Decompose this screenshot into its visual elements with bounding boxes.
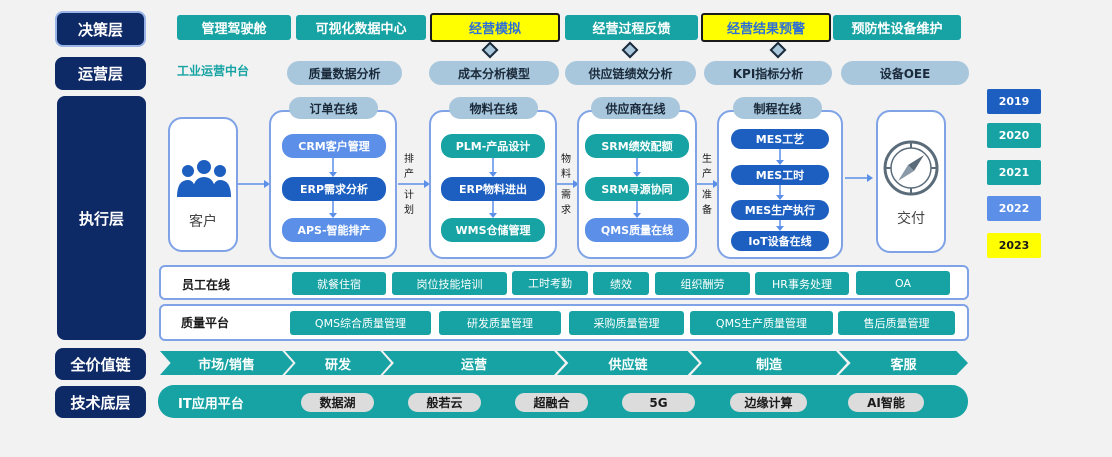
diamond-connector bbox=[481, 41, 499, 59]
staff-attendance[interactable]: 工时考勤 bbox=[512, 271, 588, 295]
qms-production-quality[interactable]: QMS生产质量管理 bbox=[690, 311, 833, 335]
staff-hr-affairs[interactable]: HR事务处理 bbox=[755, 272, 849, 295]
delivery-box[interactable]: 交付 bbox=[876, 110, 946, 253]
srm-performance-quota[interactable]: SRM绩效配额 bbox=[585, 134, 689, 158]
erp-demand-analysis[interactable]: ERP需求分析 bbox=[282, 177, 386, 201]
layer-decision: 决策层 bbox=[55, 11, 146, 47]
vc-marketing-sales[interactable]: 市场/销售 bbox=[160, 351, 293, 375]
op-equipment-oee[interactable]: 设备OEE bbox=[841, 61, 969, 85]
vc-rd[interactable]: 研发 bbox=[285, 351, 391, 375]
diamond-connector bbox=[769, 41, 787, 59]
decision-visual-data-center[interactable]: 可视化数据中心 bbox=[296, 15, 426, 40]
flow-arrow bbox=[697, 180, 719, 188]
tech-platform-label: IT应用平台 bbox=[178, 397, 244, 412]
staff-oa[interactable]: OA bbox=[856, 271, 950, 295]
op-quality-analysis[interactable]: 质量数据分析 bbox=[287, 61, 402, 85]
erp-material-io[interactable]: ERP物料进出 bbox=[441, 177, 545, 201]
layer-execution: 执行层 bbox=[57, 96, 146, 340]
staff-online-title: 员工在线 bbox=[182, 278, 231, 292]
connector-scheduling: 排产计划 bbox=[404, 154, 414, 216]
qms-quality-online[interactable]: QMS质量在线 bbox=[585, 218, 689, 242]
connector-material-demand: 物料需求 bbox=[561, 154, 571, 216]
decision-result-warning[interactable]: 经营结果预警 bbox=[701, 13, 831, 42]
vc-supply-chain[interactable]: 供应链 bbox=[557, 351, 699, 375]
customer-label: 客户 bbox=[189, 214, 217, 230]
aftersales-quality[interactable]: 售后质量管理 bbox=[838, 311, 955, 335]
year-2022: 2022 bbox=[987, 196, 1041, 221]
mes-process[interactable]: MES工艺 bbox=[731, 129, 829, 149]
tech-hyperconverged[interactable]: 超融合 bbox=[515, 393, 588, 412]
qms-integrated-quality[interactable]: QMS综合质量管理 bbox=[290, 311, 431, 335]
crm-customer-mgmt[interactable]: CRM客户管理 bbox=[282, 134, 386, 158]
flow-arrow bbox=[238, 180, 270, 188]
flow-arrow bbox=[557, 180, 579, 188]
staff-compensation[interactable]: 组织酬劳 bbox=[655, 272, 750, 295]
year-2020: 2020 bbox=[987, 123, 1041, 148]
layer-tech: 技术底层 bbox=[55, 386, 146, 418]
tech-prajna-cloud[interactable]: 般若云 bbox=[408, 393, 481, 412]
flow-arrow bbox=[398, 180, 430, 188]
quality-platform-title: 质量平台 bbox=[181, 316, 230, 330]
purchase-quality[interactable]: 采购质量管理 bbox=[569, 311, 684, 335]
panel-supplier-title: 供应商在线 bbox=[591, 97, 680, 119]
staff-skill-training[interactable]: 岗位技能培训 bbox=[392, 272, 507, 295]
decision-business-simulation[interactable]: 经营模拟 bbox=[430, 13, 560, 42]
plm-product-design[interactable]: PLM-产品设计 bbox=[441, 134, 545, 158]
flow-arrow bbox=[845, 174, 873, 182]
vc-operation[interactable]: 运营 bbox=[383, 351, 565, 375]
iot-equipment-online[interactable]: IoT设备在线 bbox=[731, 231, 829, 251]
panel-material-title: 物料在线 bbox=[449, 97, 538, 119]
year-2019: 2019 bbox=[987, 89, 1041, 114]
panel-arrows bbox=[489, 158, 497, 218]
vc-manufacturing[interactable]: 制造 bbox=[691, 351, 847, 375]
op-kpi-analysis[interactable]: KPI指标分析 bbox=[704, 61, 832, 85]
op-supply-chain-analysis[interactable]: 供应链绩效分析 bbox=[565, 61, 696, 85]
mes-working-hours[interactable]: MES工时 bbox=[731, 165, 829, 185]
vc-customer-service[interactable]: 客服 bbox=[839, 351, 968, 375]
compass-icon bbox=[883, 140, 939, 196]
decision-process-feedback[interactable]: 经营过程反馈 bbox=[565, 15, 698, 40]
year-2021: 2021 bbox=[987, 160, 1041, 185]
panel-process-title: 制程在线 bbox=[733, 97, 822, 119]
aps-scheduling[interactable]: APS-智能排产 bbox=[282, 218, 386, 242]
panel-arrows bbox=[776, 149, 784, 231]
op-cost-model[interactable]: 成本分析模型 bbox=[429, 61, 559, 85]
delivery-label: 交付 bbox=[897, 211, 925, 227]
tech-ai[interactable]: AI智能 bbox=[848, 393, 924, 412]
layer-operation: 运营层 bbox=[55, 57, 146, 90]
year-2023: 2023 bbox=[987, 233, 1041, 258]
staff-performance[interactable]: 绩效 bbox=[593, 272, 649, 295]
panel-order-title: 订单在线 bbox=[289, 97, 378, 119]
tech-data-lake[interactable]: 数据湖 bbox=[301, 393, 374, 412]
decision-cockpit[interactable]: 管理驾驶舱 bbox=[177, 15, 291, 40]
operation-platform-label: 工业运营中台 bbox=[177, 64, 250, 78]
tech-edge-computing[interactable]: 边缘计算 bbox=[730, 393, 807, 412]
decision-predictive-maintenance[interactable]: 预防性设备维护 bbox=[833, 15, 961, 40]
connector-production-prep: 生产准备 bbox=[702, 154, 712, 216]
customer-box[interactable]: 客户 bbox=[168, 117, 238, 252]
staff-dining-lodging[interactable]: 就餐住宿 bbox=[292, 272, 386, 295]
wms-warehouse[interactable]: WMS仓储管理 bbox=[441, 218, 545, 242]
customers-icon bbox=[177, 160, 231, 197]
layer-value-chain: 全价值链 bbox=[55, 348, 146, 380]
rd-quality[interactable]: 研发质量管理 bbox=[439, 311, 561, 335]
tech-5g[interactable]: 5G bbox=[622, 393, 695, 412]
srm-sourcing[interactable]: SRM寻源协同 bbox=[585, 177, 689, 201]
panel-arrows bbox=[329, 158, 337, 218]
mes-production-execution[interactable]: MES生产执行 bbox=[731, 200, 829, 220]
diamond-connector bbox=[621, 41, 639, 59]
panel-arrows bbox=[633, 158, 641, 218]
